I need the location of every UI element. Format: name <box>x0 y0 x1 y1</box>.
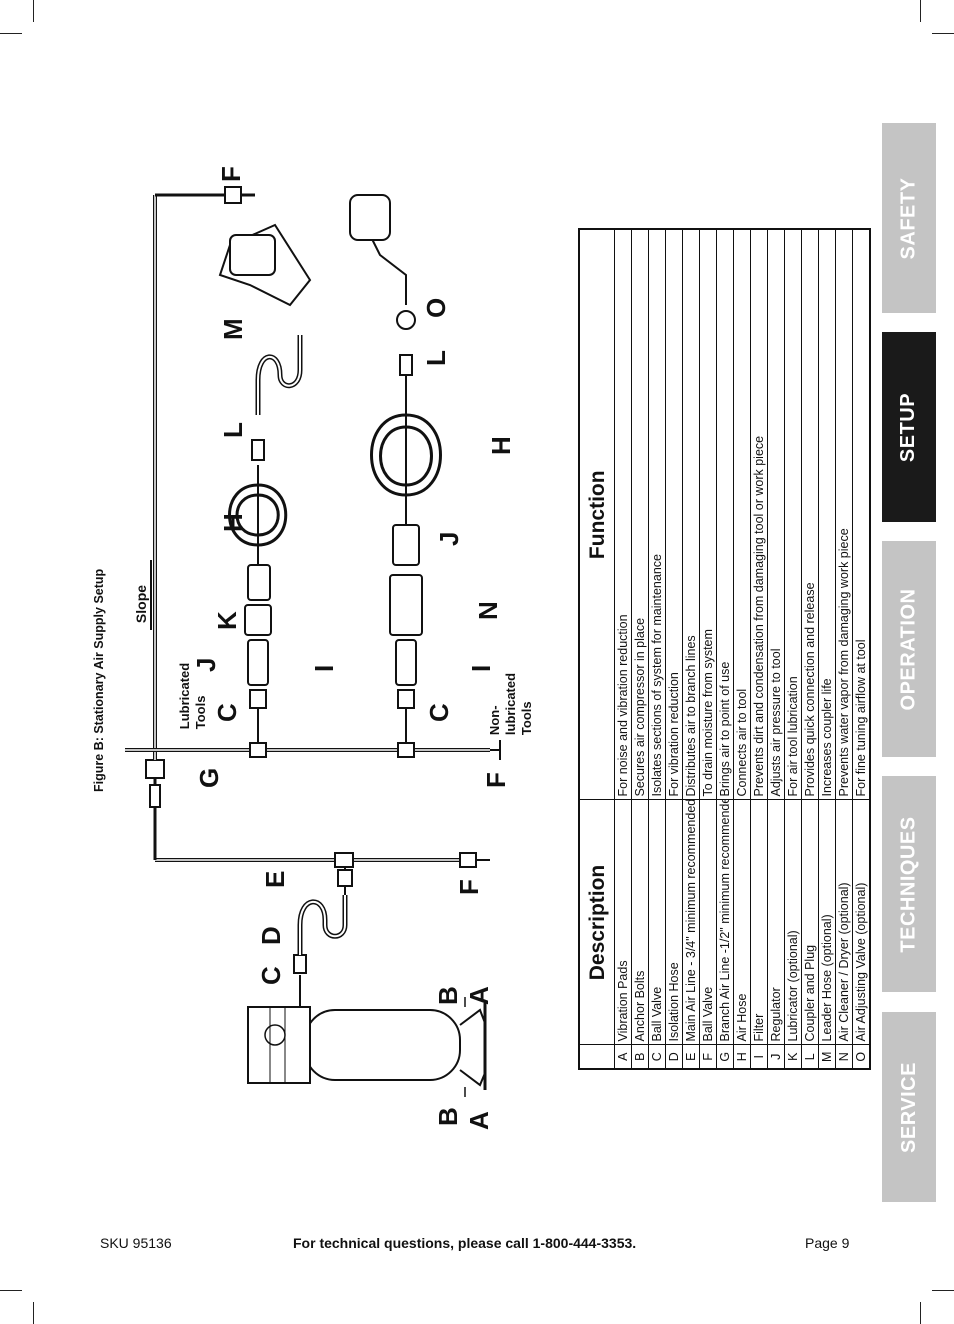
cell-key: M <box>818 1045 836 1069</box>
cell-description: Filter <box>750 800 768 1045</box>
cell-function: Adjusts air pressure to tool <box>767 229 785 800</box>
lubricated-tools-label: Lubricated Tools <box>177 662 209 730</box>
cell-description: Main Air Line - 3/4" minimum recommended <box>682 800 700 1045</box>
cell-function: Increases coupler life <box>818 229 836 800</box>
cell-description: Air Hose <box>733 800 751 1045</box>
spray-gun <box>369 234 407 305</box>
crop-mark <box>0 33 22 34</box>
cell-function: Secures air compressor in place <box>631 229 649 800</box>
crop-mark <box>33 1302 34 1324</box>
cell-key: I <box>750 1045 768 1069</box>
compressor-motor <box>247 1006 311 1084</box>
cell-key: J <box>767 1045 785 1069</box>
cell-description: Anchor Bolts <box>631 800 649 1045</box>
crop-mark <box>920 0 921 22</box>
table-header-row: Description Function <box>579 229 615 1069</box>
cell-key: F <box>699 1045 717 1069</box>
cell-description: Ball Valve <box>648 800 666 1045</box>
cell-description: Air Cleaner / Dryer (optional) <box>835 800 853 1045</box>
cell-description: Air Adjusting Valve (optional) <box>852 800 870 1045</box>
cell-description: Isolation Hose <box>665 800 683 1045</box>
header-function: Function <box>579 229 615 800</box>
cell-function: To drain moisture from system <box>699 229 717 800</box>
cell-function: Prevents water vapor from damaging work … <box>835 229 853 800</box>
cell-function: Provides quick connection and release <box>801 229 819 800</box>
cell-function: For fine tuning airflow at tool <box>852 229 870 800</box>
cell-key: L <box>801 1045 819 1069</box>
cell-key: O <box>852 1045 870 1069</box>
crop-mark <box>932 33 954 34</box>
tab-service[interactable]: SERVICE <box>882 1012 936 1202</box>
cell-description: Leader Hose (optional) <box>818 800 836 1045</box>
crop-mark <box>932 1290 954 1291</box>
tab-operation[interactable]: OPERATION <box>882 541 936 757</box>
crop-mark <box>920 1302 921 1324</box>
nonlubricated-tools-label: Non-lubricated Tools <box>487 672 535 736</box>
cell-key: A <box>614 1045 632 1069</box>
footer-contact: For technical questions, please call 1-8… <box>293 1235 637 1251</box>
tab-techniques[interactable]: TECHNIQUES <box>882 776 936 992</box>
compressor-tank <box>304 1009 461 1081</box>
header-key <box>579 1045 615 1069</box>
cell-key: D <box>665 1045 683 1069</box>
crop-mark <box>0 1290 22 1291</box>
cell-function: For vibration reduction <box>665 229 683 800</box>
cell-key: C <box>648 1045 666 1069</box>
footer-sku: SKU 95136 <box>100 1235 172 1251</box>
cell-function: For noise and vibration reduction <box>614 229 632 800</box>
air-supply-diagram <box>125 186 501 1097</box>
cell-key: K <box>784 1045 802 1069</box>
cell-function: Isolates sections of system for maintena… <box>648 229 666 800</box>
cell-function: Brings air to point of use <box>716 229 734 800</box>
crop-mark <box>33 0 34 22</box>
cell-description: Coupler and Plug <box>801 800 819 1045</box>
cell-key: G <box>716 1045 734 1069</box>
cell-key: H <box>733 1045 751 1069</box>
header-description: Description <box>579 800 615 1045</box>
cell-description: Ball Valve <box>699 800 717 1045</box>
cell-key: N <box>835 1045 853 1069</box>
cell-description: Branch Air Line -1/2" minimum recommende… <box>716 800 734 1045</box>
tab-safety[interactable]: SAFETY <box>882 123 936 313</box>
footer-page: Page 9 <box>805 1235 850 1251</box>
cell-key: E <box>682 1045 700 1069</box>
cell-function: Connects air to tool <box>733 229 751 800</box>
tab-setup[interactable]: SETUP <box>882 332 936 522</box>
cell-description: Vibration Pads <box>614 800 632 1045</box>
cell-function: Distributes air to branch lines <box>682 229 700 800</box>
cell-function: For air tool lubrication <box>784 229 802 800</box>
cell-function: Prevents dirt and condensation from dama… <box>750 229 768 800</box>
slope-arrow <box>150 560 152 630</box>
slope-label: Slope <box>133 584 150 624</box>
cell-description: Lubricator (optional) <box>784 800 802 1045</box>
cell-description: Regulator <box>767 800 785 1045</box>
cell-key: B <box>631 1045 649 1069</box>
figure-title: Figure B: Stationary Air Supply Setup <box>92 568 106 792</box>
